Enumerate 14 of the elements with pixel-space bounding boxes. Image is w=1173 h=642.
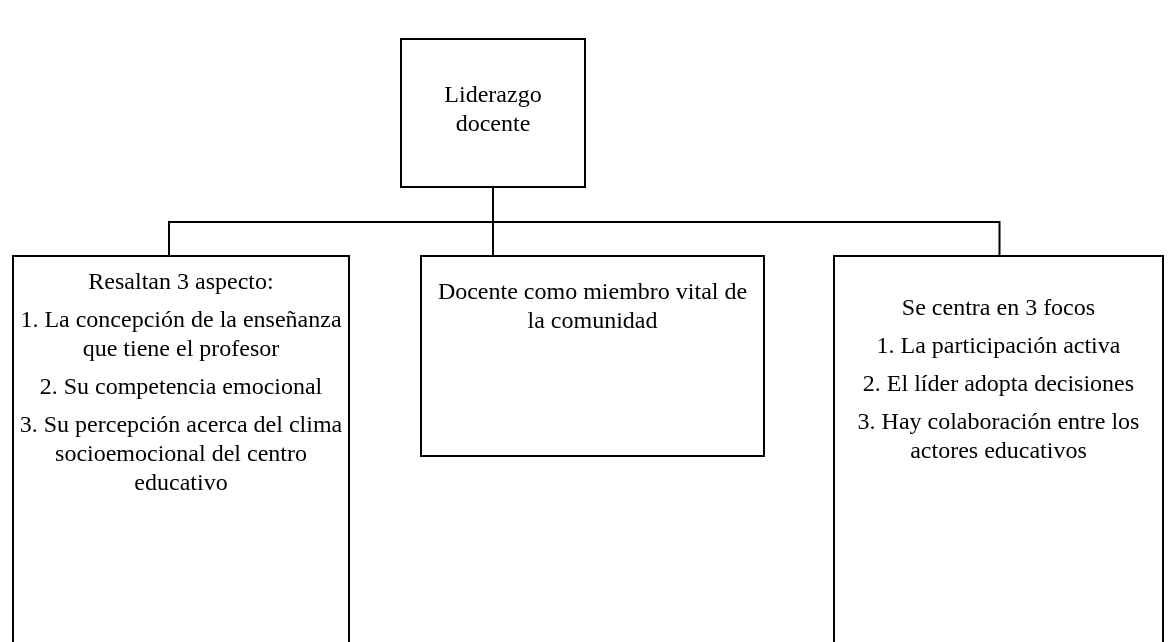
node-text: 3. Su percepción acerca del clima socioemocional del centro educativo xyxy=(18,410,344,497)
node-text: 1. La concepción de la enseñanza que tiene el profesor xyxy=(19,305,343,363)
text-box xyxy=(12,255,350,642)
node-text: 2. El líder adopta decisiones xyxy=(861,369,1136,398)
text-box xyxy=(420,255,765,457)
node-text: 2. Su competencia emocional xyxy=(38,372,324,401)
node-title: Liderazgo docente xyxy=(443,79,543,138)
node-title: Resaltan 3 aspecto: xyxy=(87,267,275,296)
node-title: Se centra en 3 focos xyxy=(900,293,1097,322)
node-title: Docente como miembro vital de la comunidad xyxy=(436,277,749,335)
text-box xyxy=(833,255,1164,642)
node-text: 3. Hay colaboración entre los actores educativos xyxy=(856,407,1141,465)
node-text: 1. La participación activa xyxy=(875,331,1122,360)
text-box xyxy=(400,38,586,188)
